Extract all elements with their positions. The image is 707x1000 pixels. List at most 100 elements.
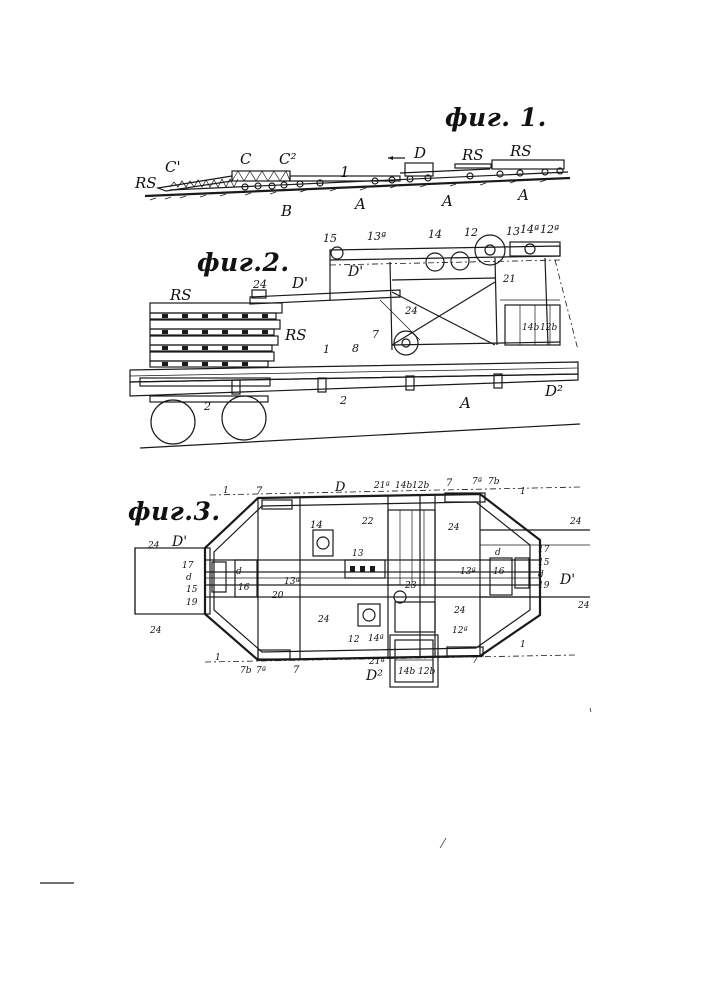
fig2-wheel-right [222, 396, 266, 440]
fig3-motor-14 [313, 530, 333, 556]
fig1-label-rs-mid: RS [461, 146, 484, 164]
fig2-label-2a: 2 [203, 400, 211, 413]
fig1-label-c: C [240, 150, 252, 168]
fig2-label-15: 15 [323, 232, 337, 245]
fig3-label-24-m: 24 [317, 615, 330, 625]
fig3-label-24-rr: 24 [577, 601, 590, 611]
fig3-label-14b-t: 14b [395, 481, 412, 491]
fig3-label-12a: 12ª [452, 626, 468, 636]
fig3-label-14b-b: 14b [398, 667, 415, 677]
fig3-label-16-r: 16 [493, 567, 505, 577]
fig3-label-19-r: 19 [538, 581, 550, 591]
fig1-arrow-head [388, 156, 393, 160]
fig2-saw-hub [402, 339, 410, 347]
fig1-machine-d [405, 163, 433, 176]
fig2-label-13a: 13ª [367, 230, 386, 243]
fig3-label-15-r: 15 [538, 558, 550, 568]
fig1-wheel [517, 170, 523, 176]
fig3-label-13: 13 [352, 549, 364, 559]
fig2-drum-12 [475, 235, 505, 265]
fig3-label-7b-tr: 7b [488, 477, 500, 487]
fig2-pulley [451, 252, 469, 270]
fig3-label-22: 22 [361, 517, 374, 527]
fig3-gear [360, 566, 365, 572]
fig2-label-7: 7 [372, 328, 379, 341]
fig3-hoist [395, 602, 435, 632]
fig2-saw-wheel [394, 331, 418, 355]
fig2-wheel-left [151, 400, 195, 444]
fig3-boom-left-end [135, 548, 210, 614]
fig3-label-1-tr: 1 [520, 487, 526, 497]
fig2-label-12a: 12ª [540, 223, 559, 236]
fig2-label-rs-mid: RS [284, 326, 307, 344]
fig1-machine-bed [400, 169, 490, 173]
fig3-gear [350, 566, 355, 572]
fig2-rs-layer-3 [150, 336, 278, 345]
fig3-label-12b-b: 12b [418, 667, 435, 677]
fig3-label-16-l: 16 [238, 583, 250, 593]
fig3-label-7-tr: 7 [446, 478, 453, 489]
fig3-label-14a: 14ª [368, 634, 384, 644]
fig3-label-7b-bl: 7b [240, 666, 252, 676]
fig3-label-7-bl: 7 [293, 665, 300, 676]
fig3-label-d1-l: D' [171, 534, 187, 550]
fig1-label-a3: A [516, 186, 529, 204]
fig2-label-1: 1 [323, 343, 330, 356]
fig2-rs-layer-4 [150, 352, 274, 361]
fig1-label-rs-left: RS [134, 174, 157, 192]
fig3-label-d-r2: d [538, 570, 544, 580]
fig1-label-a1: A [353, 195, 366, 213]
fig2-label-24a: 24 [252, 278, 267, 291]
fig3-label-13a-l: 13ª [284, 577, 300, 587]
fig2-boom-d1 [250, 290, 400, 304]
fig3-label-20: 20 [271, 591, 284, 601]
fig2-gantry-post [390, 262, 392, 350]
fig2-rs-sleepers-2 [150, 329, 274, 335]
fig3-motor-12 [358, 604, 380, 626]
fig2-dash-line [330, 260, 560, 265]
fig3-motor-14-rotor [317, 537, 329, 549]
fig3-label-12: 12 [348, 635, 360, 645]
fig2-ground-line [140, 424, 580, 448]
fig3-label-d-top: D [334, 480, 346, 495]
fig1-rail-section [455, 164, 491, 168]
fig2-label-rs-top: RS [169, 286, 192, 304]
fig3-label-7a-bl: 7ª [256, 666, 266, 676]
fig2-support [406, 376, 414, 390]
fig3-label-17-r: 17 [538, 545, 550, 555]
fig3-label-23: 23 [404, 581, 417, 591]
fig2-label-14b: 14b [522, 323, 539, 333]
fig3-label-15-l: 15 [186, 585, 198, 595]
fig2-gantry-post [495, 258, 497, 345]
fig2-pulley-15 [331, 247, 343, 259]
fig1-label-c2: C² [279, 150, 297, 168]
fig2-pulley-14 [426, 253, 444, 271]
fig3-label-19-l: 19 [186, 598, 198, 608]
fig2-label-8: 8 [352, 342, 359, 355]
fig3-label-24-mr: 24 [453, 606, 466, 616]
fig3-label-1-bl: 1 [215, 653, 221, 663]
fig2-rs-sleepers-1 [150, 313, 276, 319]
fig1-wheel [542, 169, 548, 175]
fig2-support [494, 374, 502, 388]
fig3-label-1-br: 1 [520, 640, 526, 650]
fig2-drum-hub [485, 245, 495, 255]
fig2-rs-blocks [162, 314, 268, 366]
fig3-label-7-br: 7 [472, 655, 479, 666]
fig2-label-2b: 2 [339, 394, 347, 407]
fig3-label-24-l: 24 [147, 541, 160, 551]
fig3-label-7-tl: 7 [256, 486, 263, 497]
stray-pen-mark [440, 838, 446, 848]
fig3-label-d-r: d [495, 548, 501, 558]
fig2-car-frame [130, 374, 578, 396]
fig2-label-14: 14 [428, 228, 442, 241]
fig1-label-b: B [280, 202, 292, 220]
fig2-support [318, 378, 326, 392]
fig3-label-24-bl: 24 [149, 626, 162, 636]
fig3-label-14: 14 [310, 520, 323, 531]
fig2-label-d2: D² [544, 382, 563, 400]
fig2-label-12: 12 [464, 226, 478, 239]
fig1-wheel [497, 171, 503, 177]
